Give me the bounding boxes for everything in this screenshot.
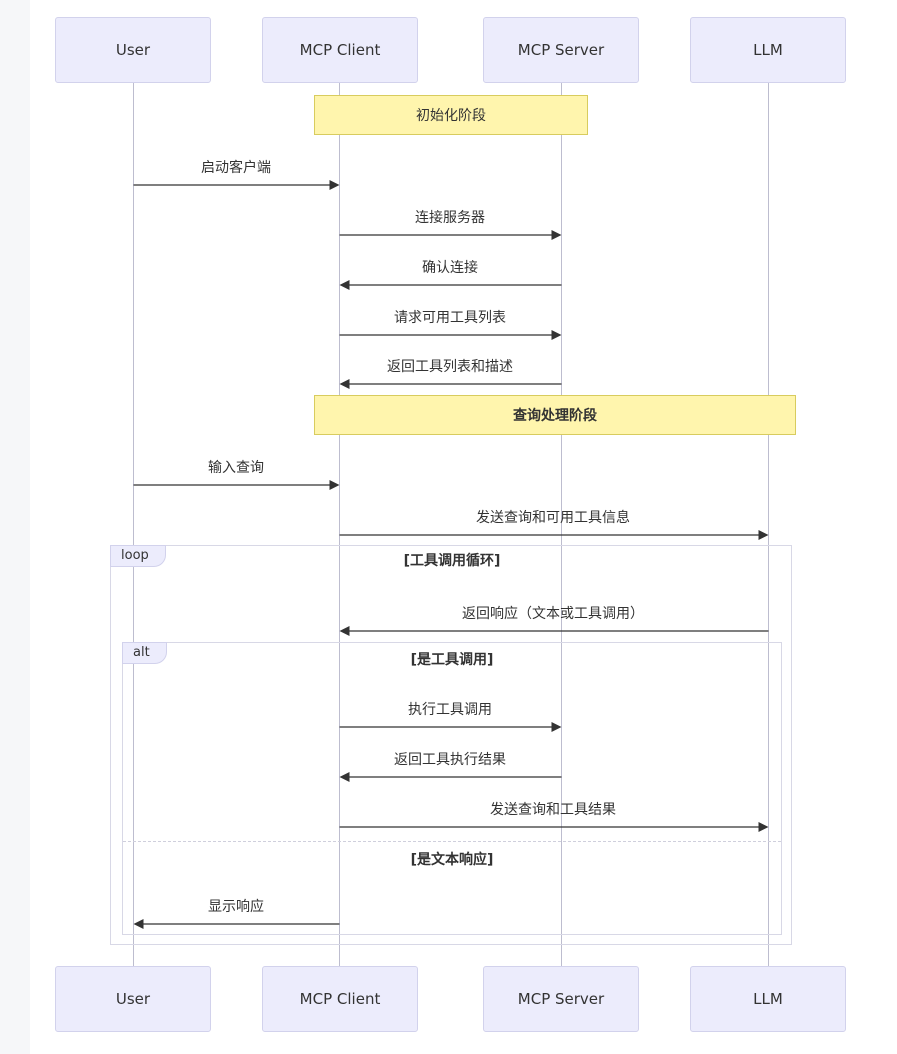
message-label: 启动客户端 <box>201 160 271 176</box>
message-arrow <box>133 180 340 190</box>
lifeline-mcp-client <box>339 82 340 966</box>
actor-mcp-client-bottom: MCP Client <box>262 966 418 1032</box>
message-arrow <box>339 379 562 389</box>
alt-tag: alt <box>122 642 167 664</box>
actor-llm-bottom: LLM <box>690 966 846 1032</box>
loop-condition: [工具调用循环] <box>403 553 501 569</box>
loop-tag: loop <box>110 545 166 567</box>
message-arrow <box>133 480 340 490</box>
message-arrow-head <box>551 722 562 732</box>
actor-mcp-client-top: MCP Client <box>262 17 418 83</box>
lifeline-user <box>133 82 134 966</box>
message-arrow-head <box>339 626 350 636</box>
message-label: 请求可用工具列表 <box>394 310 506 326</box>
message-arrow <box>339 772 562 782</box>
actor-llm-top: LLM <box>690 17 846 83</box>
note-query-phase: 查询处理阶段 <box>314 395 796 435</box>
message-arrow-head <box>133 919 144 929</box>
lifeline-llm <box>768 82 769 966</box>
message-label: 返回工具执行结果 <box>394 752 506 768</box>
message-arrow-head <box>339 772 350 782</box>
alt-else-divider <box>123 841 781 842</box>
message-arrow <box>339 230 562 240</box>
message-arrow-head <box>329 480 340 490</box>
actor-mcp-server-top: MCP Server <box>483 17 639 83</box>
alt-frame: alt <box>122 642 782 935</box>
message-arrows <box>133 180 769 929</box>
message-arrow <box>339 626 769 636</box>
message-label: 发送查询和可用工具信息 <box>476 510 630 526</box>
message-arrow-head <box>551 330 562 340</box>
message-arrow <box>339 822 769 832</box>
message-arrow-head <box>551 230 562 240</box>
actor-mcp-server-bottom: MCP Server <box>483 966 639 1032</box>
message-arrow <box>339 280 562 290</box>
alt-else-condition: [是文本响应] <box>410 852 494 868</box>
message-label: 输入查询 <box>208 460 264 476</box>
message-label: 返回响应（文本或工具调用） <box>462 606 644 622</box>
sequence-diagram: User MCP Client MCP Server LLM User MCP … <box>30 0 897 1054</box>
message-arrow-head <box>758 822 769 832</box>
note-init-phase: 初始化阶段 <box>314 95 588 135</box>
message-arrow <box>339 330 562 340</box>
message-arrow <box>133 919 340 929</box>
message-arrow-head <box>329 180 340 190</box>
message-label: 确认连接 <box>422 260 478 276</box>
message-arrow <box>339 530 769 540</box>
message-label: 返回工具列表和描述 <box>387 359 513 375</box>
message-arrow-head <box>758 530 769 540</box>
message-arrow-head <box>339 280 350 290</box>
message-arrow-head <box>339 379 350 389</box>
loop-frame: loop <box>110 545 792 945</box>
message-arrow <box>339 722 562 732</box>
actor-user-bottom: User <box>55 966 211 1032</box>
actor-user-top: User <box>55 17 211 83</box>
message-label: 发送查询和工具结果 <box>490 802 616 818</box>
lifeline-mcp-server <box>561 82 562 966</box>
message-label: 显示响应 <box>208 899 264 915</box>
message-label: 连接服务器 <box>415 210 485 226</box>
message-label: 执行工具调用 <box>408 702 492 718</box>
alt-condition: [是工具调用] <box>410 652 494 668</box>
